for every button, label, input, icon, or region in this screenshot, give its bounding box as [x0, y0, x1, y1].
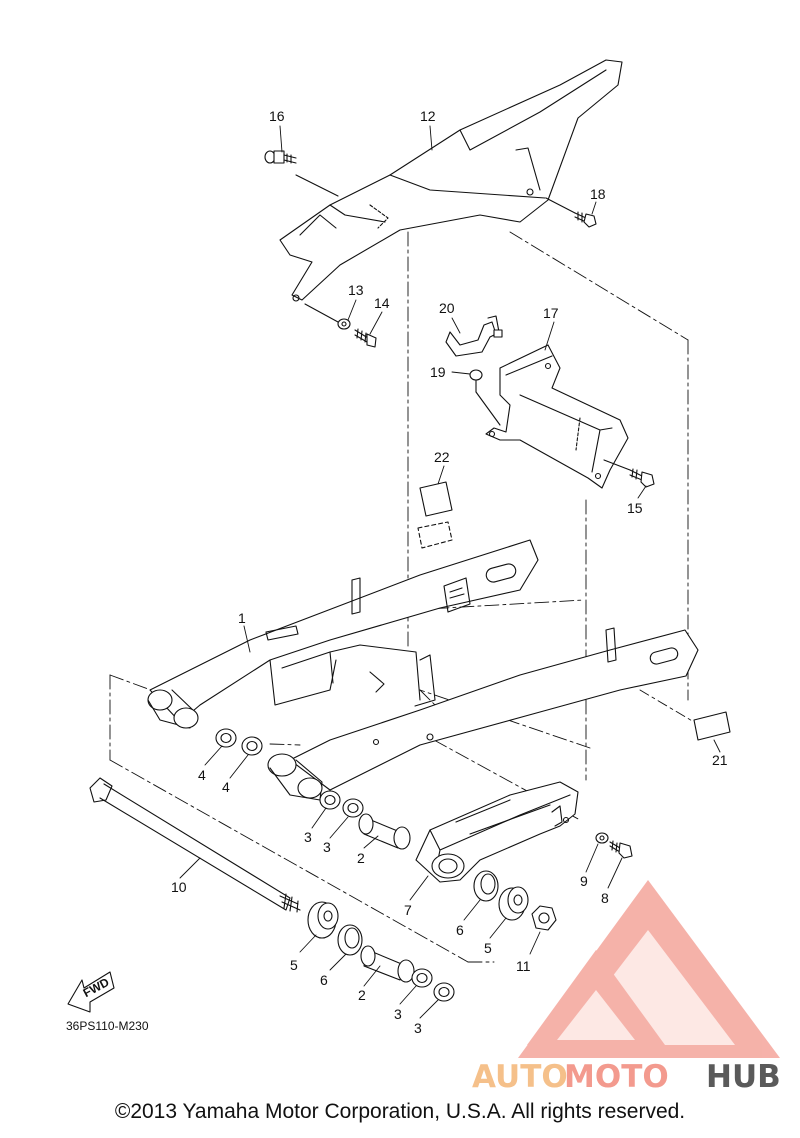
bushing-3c-icon	[411, 968, 433, 988]
callout-4b: 4	[222, 779, 230, 795]
callout-13: 13	[348, 282, 364, 298]
chain-puller-part	[415, 781, 579, 883]
callout-18: 18	[590, 186, 606, 202]
bracket-part	[485, 344, 629, 489]
callout-3d: 3	[414, 1020, 422, 1036]
bushing-3b-icon	[342, 798, 364, 818]
seal-6a-icon	[337, 924, 363, 956]
pivot-shaft-part	[89, 777, 301, 913]
sticker-21-icon	[639, 689, 731, 741]
watermark-logo-icon	[518, 880, 780, 1058]
bearing-4a-icon	[215, 728, 237, 748]
collar-2b-icon	[360, 945, 415, 983]
callout-4a: 4	[198, 767, 206, 783]
bolt-18-icon	[545, 197, 597, 228]
callout-numbers: 16 12 18 13 14 20 17 19 15 22 1 21 4 4 3…	[171, 108, 728, 1036]
spacer-5b-icon	[498, 886, 529, 921]
bolt-19-icon	[469, 369, 501, 426]
spacer-5a-icon	[307, 901, 339, 939]
washer-13-icon	[304, 303, 351, 330]
callout-3b: 3	[323, 839, 331, 855]
copyright-notice: ©2013 Yamaha Motor Corporation, U.S.A. A…	[114, 1100, 686, 1123]
callout-11: 11	[516, 958, 531, 974]
callout-14: 14	[374, 295, 390, 311]
callout-22: 22	[434, 449, 450, 465]
leader-lines	[179, 125, 721, 1019]
clamp-20-icon	[445, 315, 503, 357]
seal-6b-icon	[473, 870, 499, 902]
watermark-auto: AUTO	[472, 1059, 568, 1095]
callout-9: 9	[580, 873, 588, 889]
drawing-code: 36PS110-M230	[66, 1019, 149, 1033]
watermark-moto: MOTO	[564, 1059, 669, 1095]
swingarm-part	[147, 539, 699, 801]
callout-19: 19	[430, 364, 446, 380]
callout-20: 20	[439, 300, 455, 316]
callout-8: 8	[601, 890, 609, 906]
bushing-3a-icon	[319, 790, 341, 810]
callout-21: 21	[712, 752, 728, 768]
collar-2a-icon	[358, 813, 411, 850]
watermark-text: AUTO MOTO HUB	[472, 1059, 781, 1095]
callout-5b: 5	[290, 957, 298, 973]
bolt-16-icon	[264, 150, 339, 197]
callout-10: 10	[171, 879, 187, 895]
callout-2b: 2	[358, 987, 366, 1003]
nut-11-icon	[531, 905, 557, 931]
bearing-4b-icon	[241, 736, 263, 756]
callout-5a: 5	[484, 940, 492, 956]
washer-9-icon	[595, 832, 609, 844]
callout-3c: 3	[394, 1006, 402, 1022]
fwd-arrow-icon	[67, 971, 115, 1013]
callout-7: 7	[404, 902, 412, 918]
bushing-3d-icon	[433, 982, 455, 1002]
chain-case-part	[279, 59, 623, 302]
callout-12: 12	[420, 108, 436, 124]
callout-17: 17	[543, 305, 559, 321]
bolt-14-icon	[354, 328, 377, 348]
callout-2a: 2	[357, 850, 365, 866]
watermark-hub: HUB	[706, 1059, 781, 1095]
callout-6b: 6	[320, 972, 328, 988]
bolt-15-icon	[603, 459, 655, 488]
bolt-8-icon	[609, 840, 633, 859]
callout-1: 1	[238, 610, 246, 626]
callout-6a: 6	[456, 922, 464, 938]
callout-15: 15	[627, 500, 643, 516]
sticker-22-icon	[417, 481, 453, 549]
callout-16: 16	[269, 108, 285, 124]
callout-3a: 3	[304, 829, 312, 845]
